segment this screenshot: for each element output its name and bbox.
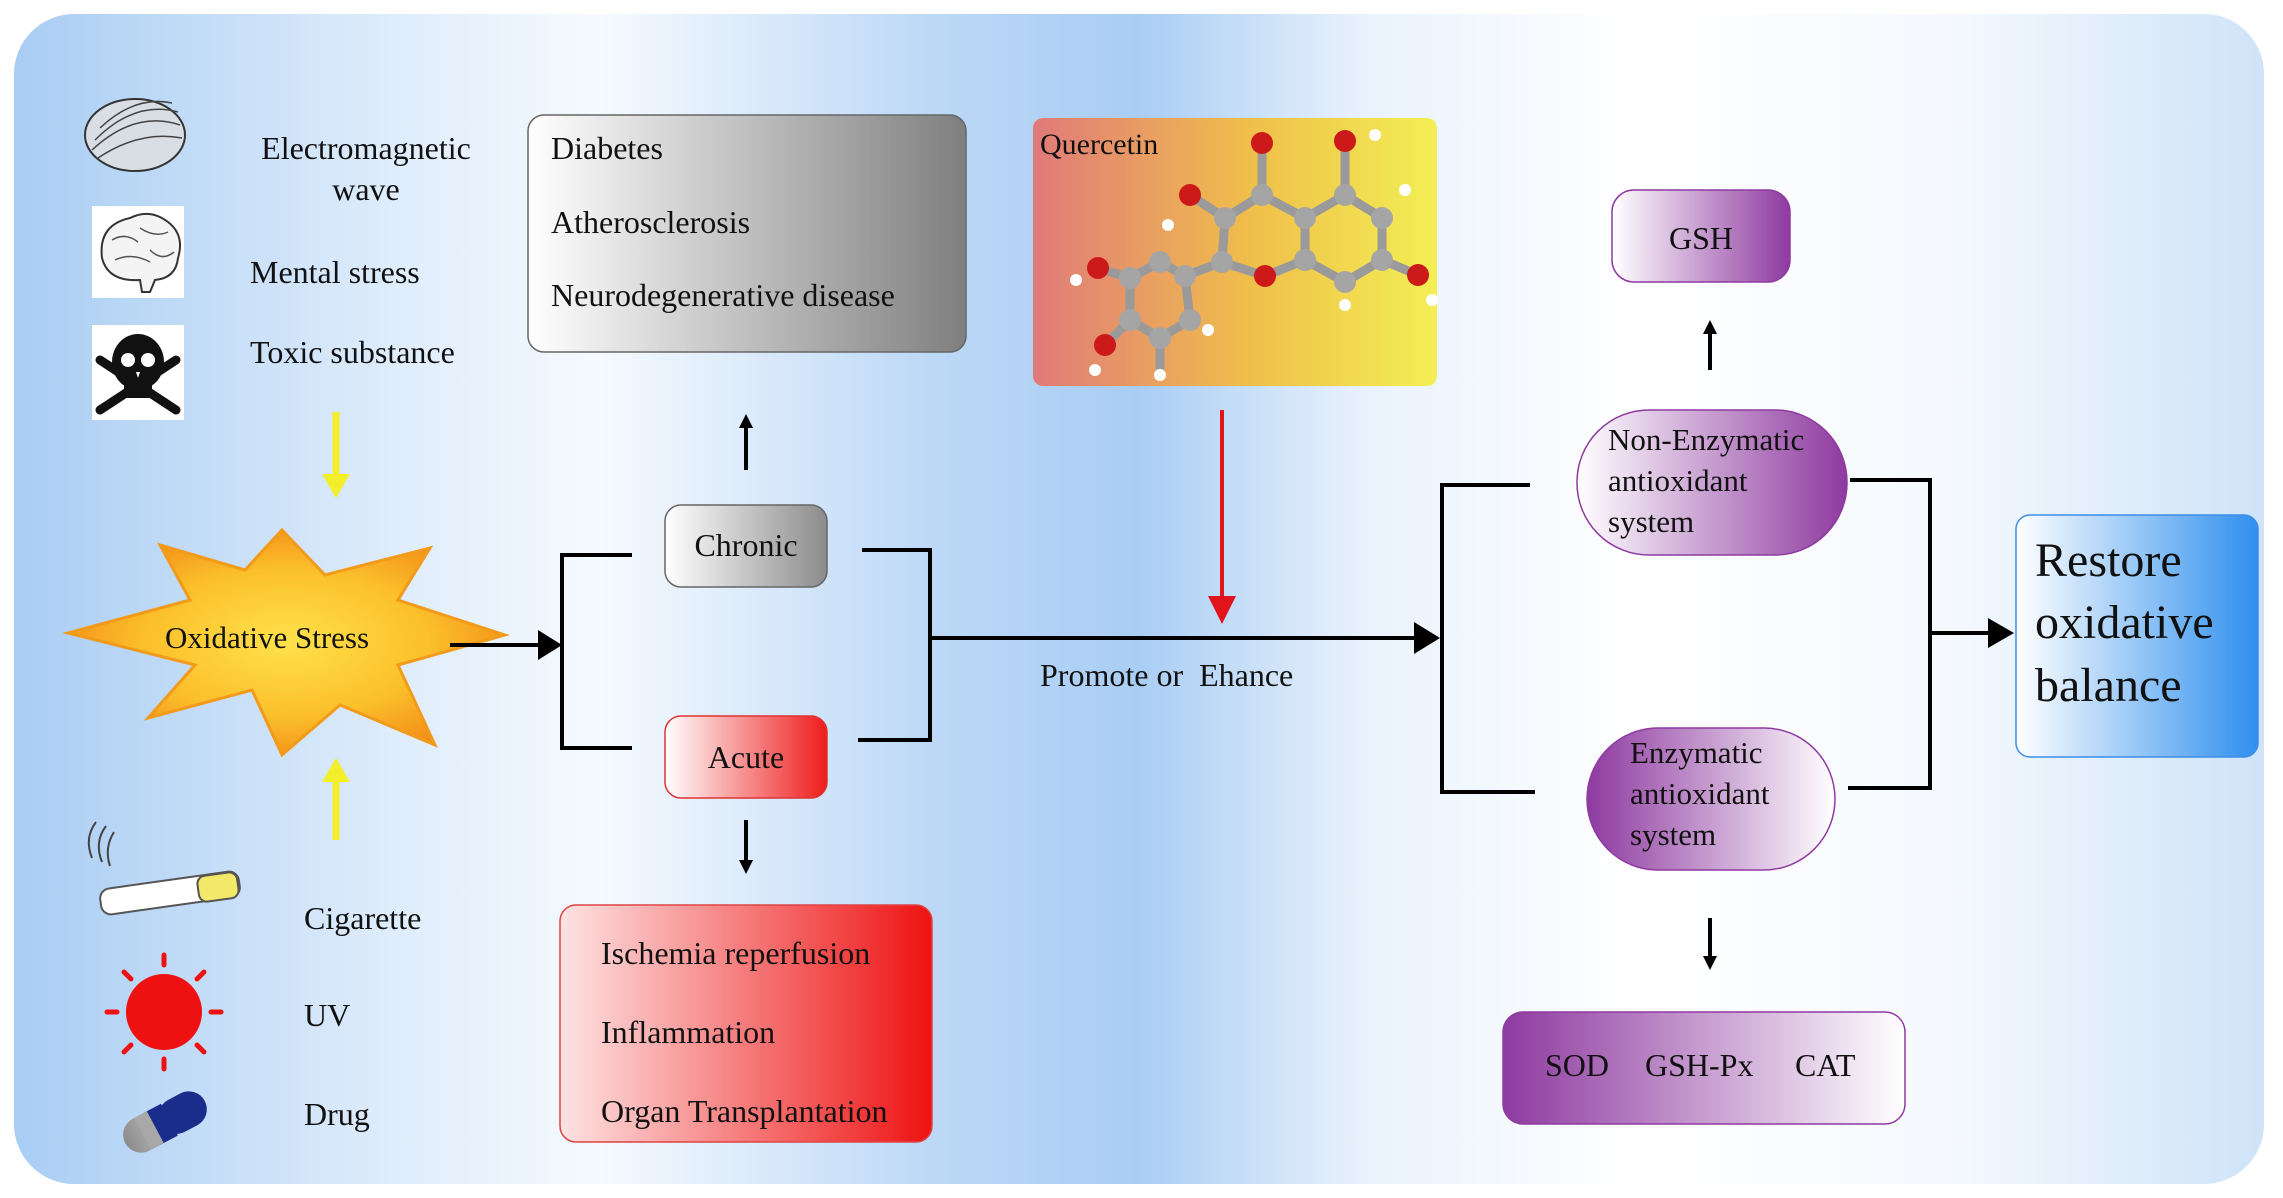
- gsh-label: GSH: [1668, 220, 1733, 256]
- quercetin-label: Quercetin: [1040, 128, 1159, 161]
- yellow-arrow-down: [322, 412, 350, 498]
- enzyme-gsh-px: GSH-Px: [1645, 1047, 1754, 1083]
- branch-bracket-right: [858, 548, 932, 742]
- chronic-disease-neurodegenerative: Neurodegenerative disease: [551, 277, 895, 313]
- quercetin-molecule-icon: [1070, 129, 1438, 381]
- enzymatic-box-shape: [1586, 727, 1836, 871]
- cause-cigarette: Cigarette: [304, 900, 422, 936]
- outcome-bracket: [1848, 478, 1932, 790]
- chronic-disease-diabetes: Diabetes: [551, 130, 663, 166]
- outcome-label: Restore oxidative balance: [2035, 534, 2214, 712]
- acute-label: Acute: [707, 739, 785, 775]
- cause-uv: UV: [304, 997, 351, 1033]
- outcome-box-shape: [2015, 514, 2259, 758]
- enzyme-sod: SOD: [1545, 1047, 1610, 1083]
- acute-disease-inflammation: Inflammation: [601, 1014, 776, 1050]
- sun-uv-icon: [104, 952, 224, 1072]
- chronic-label: Chronic: [694, 527, 798, 563]
- acute-disease-ischemia: Ischemia reperfusion: [601, 935, 871, 971]
- yellow-arrow-up: [322, 758, 350, 840]
- skull-crossbones-icon: [92, 325, 184, 420]
- cause-electromagnetic-wave: Electromagnetic wave: [261, 130, 471, 207]
- cigarette-icon: [87, 821, 241, 916]
- enzymes-box-shape: [1502, 1011, 1906, 1125]
- branch-bracket-left: [560, 553, 632, 750]
- chronic-disease-atherosclerosis: Atherosclerosis: [551, 204, 751, 240]
- enzymatic-label: Enzymatic antioxidant system: [1630, 735, 1770, 852]
- acute-diseases-box-shape: [559, 904, 933, 1143]
- cause-drug: Drug: [304, 1096, 370, 1132]
- enzyme-cat: CAT: [1795, 1047, 1856, 1083]
- oxidative-stress-label: Oxidative Stress: [165, 620, 370, 655]
- hair-sketch-icon: [84, 98, 186, 172]
- non-enzymatic-box-shape: [1576, 409, 1848, 556]
- promote-enhance-label: Promote or Ehance: [1040, 657, 1294, 693]
- chronic-box-shape: [664, 504, 828, 588]
- non-enzymatic-label: Non-Enzymatic antioxidant system: [1608, 422, 1805, 539]
- gsh-box-shape: [1611, 189, 1791, 283]
- acute-box-shape: [664, 715, 828, 799]
- cause-toxic-substance: Toxic substance: [250, 334, 455, 370]
- chronic-diseases-box-shape: [527, 114, 967, 353]
- brain-icon: [92, 206, 184, 298]
- oxidative-stress-star: [62, 527, 511, 758]
- pill-capsule-icon: [123, 1091, 207, 1153]
- antioxidant-bracket: [1440, 483, 1535, 794]
- acute-disease-organ-transplantation: Organ Transplantation: [601, 1093, 888, 1129]
- cause-mental-stress: Mental stress: [250, 254, 420, 290]
